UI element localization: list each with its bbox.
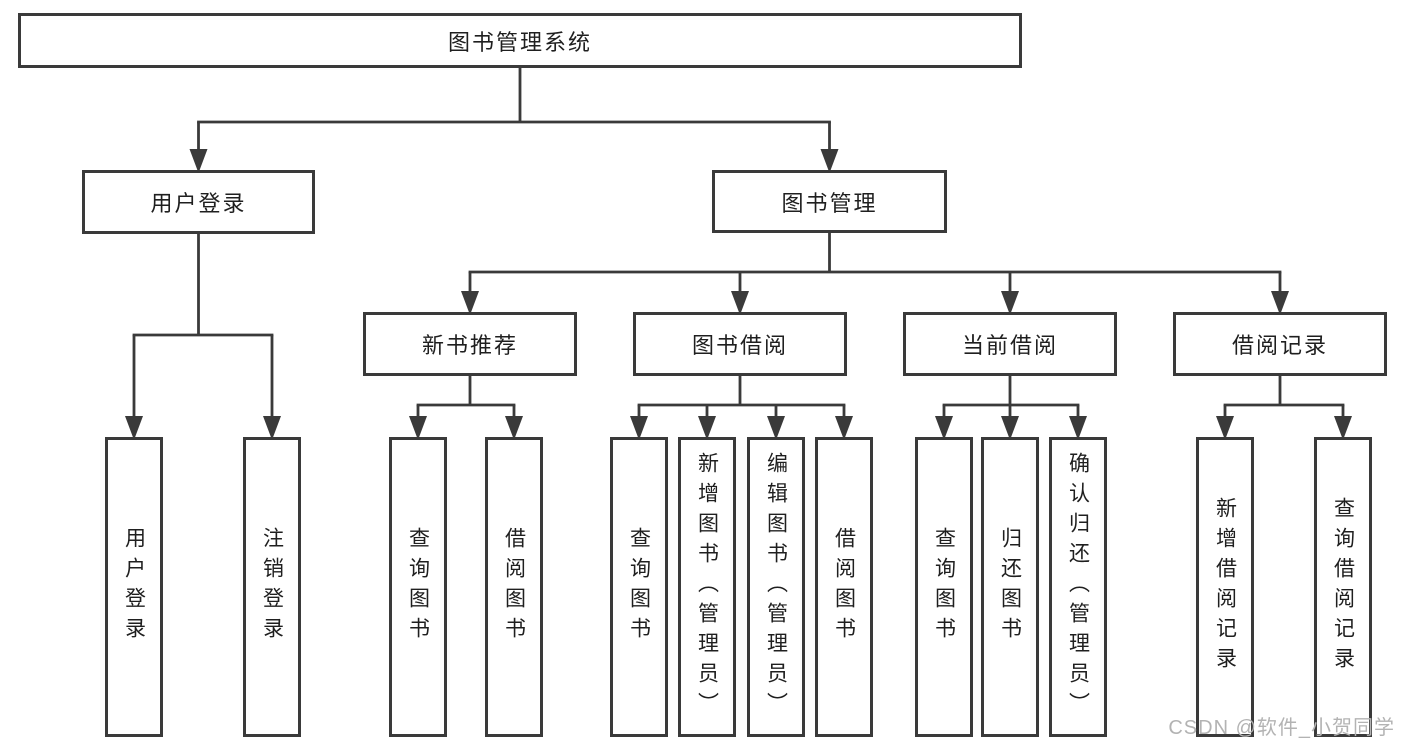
node-new-book-rec: 新书推荐 <box>363 312 577 376</box>
node-leaf-query-borrow: 查询图书 <box>610 437 668 737</box>
arrowhead-icon <box>1001 291 1019 315</box>
node-leaf-confirm-return: 确认归还（管理员） <box>1049 437 1107 737</box>
arrowhead-icon <box>1271 291 1289 315</box>
node-borrow-records: 借阅记录 <box>1173 312 1387 376</box>
arrowhead-icon <box>461 291 479 315</box>
node-leaf-query-current: 查询图书 <box>915 437 973 737</box>
node-label-new-book-rec: 新书推荐 <box>421 333 518 358</box>
node-label-leaf-return-book: 归还图书 <box>998 527 1022 647</box>
arrowhead-icon <box>189 149 208 173</box>
arrowhead-icon <box>935 416 953 440</box>
node-label-leaf-borrow-new: 借阅图书 <box>502 527 526 647</box>
node-label-book-borrow: 图书借阅 <box>691 333 788 358</box>
node-leaf-query-record: 查询借阅记录 <box>1314 437 1372 737</box>
node-book-mgmt: 图书管理 <box>712 170 947 233</box>
node-label-leaf-add-record: 新增借阅记录 <box>1213 497 1237 677</box>
arrowhead-icon <box>263 416 281 440</box>
node-label-borrow-records: 借阅记录 <box>1231 333 1328 358</box>
arrowhead-icon <box>835 416 853 440</box>
node-leaf-add-book: 新增图书（管理员） <box>678 437 736 737</box>
arrowhead-icon <box>1069 416 1087 440</box>
node-label-leaf-user-login: 用户登录 <box>122 527 146 647</box>
node-label-leaf-query-new: 查询图书 <box>406 527 430 647</box>
arrowhead-icon <box>630 416 648 440</box>
arrowhead-icon <box>505 416 523 440</box>
arrowhead-icon <box>1334 416 1352 440</box>
node-leaf-edit-book: 编辑图书（管理员） <box>747 437 805 737</box>
arrowhead-icon <box>698 416 716 440</box>
node-leaf-borrow-book: 借阅图书 <box>815 437 873 737</box>
node-label-leaf-add-book: 新增图书（管理员） <box>695 452 719 722</box>
arrowhead-icon <box>409 416 427 440</box>
node-leaf-user-login: 用户登录 <box>105 437 163 737</box>
node-label-leaf-query-borrow: 查询图书 <box>627 527 651 647</box>
arrowhead-icon <box>767 416 785 440</box>
node-leaf-logout: 注销登录 <box>243 437 301 737</box>
node-root: 图书管理系统 <box>18 13 1022 68</box>
arrowhead-icon <box>1216 416 1234 440</box>
node-leaf-return-book: 归还图书 <box>981 437 1039 737</box>
node-current-borrow: 当前借阅 <box>903 312 1117 376</box>
arrowhead-icon <box>125 416 143 440</box>
node-book-borrow: 图书借阅 <box>633 312 847 376</box>
watermark: CSDN @软件_小贺同学 <box>1168 717 1395 739</box>
arrowhead-icon <box>820 149 839 173</box>
node-label-root: 图书管理系统 <box>447 29 592 55</box>
node-user-login: 用户登录 <box>82 170 315 234</box>
node-label-current-borrow: 当前借阅 <box>961 333 1058 358</box>
node-leaf-borrow-new: 借阅图书 <box>485 437 543 737</box>
node-leaf-add-record: 新增借阅记录 <box>1196 437 1254 737</box>
node-label-leaf-edit-book: 编辑图书（管理员） <box>764 452 788 722</box>
node-label-leaf-borrow-book: 借阅图书 <box>832 527 856 647</box>
node-label-leaf-query-record: 查询借阅记录 <box>1331 497 1355 677</box>
node-label-leaf-confirm-return: 确认归还（管理员） <box>1066 452 1090 722</box>
node-leaf-query-new: 查询图书 <box>389 437 447 737</box>
arrowhead-icon <box>1001 416 1019 440</box>
arrowhead-icon <box>731 291 749 315</box>
node-label-user-login: 用户登录 <box>150 191 247 216</box>
node-label-book-mgmt: 图书管理 <box>781 190 878 216</box>
node-label-leaf-logout: 注销登录 <box>260 527 284 647</box>
node-label-leaf-query-current: 查询图书 <box>932 527 956 647</box>
